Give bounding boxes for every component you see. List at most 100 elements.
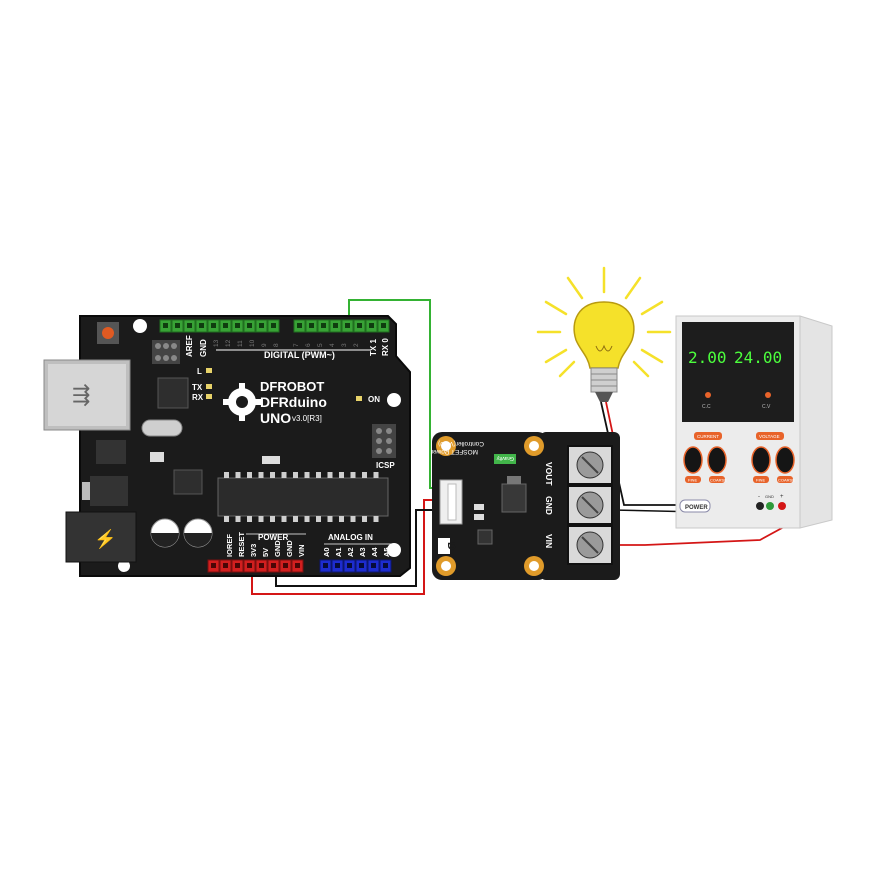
current-coarse-label: COARSE — [710, 478, 727, 483]
voltage-fine-knob[interactable] — [751, 446, 771, 474]
usb-chip — [157, 377, 189, 409]
psu-terminal-positive[interactable] — [778, 502, 786, 510]
icsp-header — [372, 424, 396, 458]
voltage-fine-label: FINE — [756, 478, 765, 483]
uno-label: UNO — [260, 410, 291, 426]
bulb-glass — [573, 301, 635, 369]
on-label: ON — [368, 395, 380, 404]
pin-number-label: 12 — [225, 339, 232, 347]
icsp-label: ICSP — [376, 461, 395, 470]
terminal-sign-neg: - — [758, 494, 760, 500]
pin-number-label: 11 — [237, 340, 244, 347]
vcc-wire — [251, 499, 446, 595]
pin-number-label: 4 — [329, 343, 336, 347]
digital-pwm-label: DIGITAL (PWM~) — [264, 350, 335, 360]
power-pin-label: RESET — [237, 532, 246, 557]
power-pin-label: IOREF — [225, 534, 234, 557]
mount-hole — [118, 560, 130, 572]
terminal-label-gnd: GND — [544, 496, 554, 515]
model-label: DFRduino — [260, 394, 327, 410]
light-rays — [536, 266, 672, 378]
smd-chip — [477, 529, 493, 545]
power-button[interactable] — [679, 499, 711, 513]
power-pin-label: 5V — [261, 548, 270, 557]
power-pin-label: 3V3 — [249, 544, 258, 557]
pin-number-label: 10 — [249, 339, 256, 347]
mosfet-chip — [501, 483, 527, 513]
pin-number-label: 3 — [341, 343, 348, 347]
dfrobot-logo — [223, 383, 261, 421]
mosfet-title-2: Controller(V1.0) — [438, 440, 484, 447]
gnd-wire — [275, 509, 446, 587]
current-display: 2.00 — [688, 348, 727, 367]
version-label: v3.0[R3] — [292, 414, 322, 423]
pin-number-label: 6 — [305, 343, 312, 347]
current-coarse-knob[interactable] — [707, 446, 727, 474]
analog-header — [319, 559, 392, 573]
pin-number-label: 8 — [273, 343, 280, 347]
cv-indicator-led — [765, 392, 771, 398]
analog-pin-label: A4 — [370, 547, 379, 557]
dfrobot-d-label: D — [445, 542, 457, 550]
gravity-badge — [494, 454, 516, 464]
aref-label: AREF — [185, 335, 194, 357]
smd-chip — [173, 469, 203, 495]
chip-pins — [224, 472, 379, 522]
pin-number-label: 7 — [293, 343, 300, 347]
power-button-label: POWER — [685, 505, 708, 511]
analog-pin-label: A2 — [346, 547, 355, 557]
tx1-label: TX 1 — [369, 339, 378, 356]
current-fine-label: FINE — [688, 478, 697, 483]
dc-jack — [65, 511, 137, 563]
pin-number-label: 5 — [317, 343, 324, 347]
regulator — [90, 476, 128, 506]
current-knob-label: CURRENT — [697, 434, 719, 439]
terminal-label-vout: VOUT — [544, 462, 554, 486]
dfrobot-d-logo — [438, 538, 450, 554]
atmega-chip — [217, 477, 389, 517]
mount-hole — [133, 319, 147, 333]
analog-pin-label: A3 — [358, 547, 367, 557]
voltage-display: 24.00 — [734, 348, 782, 367]
led-rx-label: RX — [192, 393, 204, 402]
crystal — [141, 419, 183, 437]
current-knob-label-bg — [694, 432, 722, 440]
digital-header — [159, 319, 390, 333]
psu-display-panel — [682, 322, 794, 422]
lightning-icon: ⚡ — [94, 528, 116, 550]
power-label: POWER — [258, 533, 288, 542]
voltage-coarse-knob[interactable] — [775, 446, 795, 474]
voltage-knob-label: VOLTAGE — [759, 434, 780, 439]
voltage-knob-label-bg — [756, 432, 784, 440]
power-pin-label: GND — [273, 540, 282, 557]
analog-pin-label: A5 — [382, 547, 391, 557]
pin-number-label: 9 — [261, 343, 268, 347]
mosfet-title-1: MOSFET Power — [430, 448, 478, 455]
psu-side — [799, 315, 833, 529]
mosfet-pcb — [432, 432, 548, 580]
gravity-label: Gravity — [496, 455, 514, 461]
mount-hole — [387, 543, 401, 557]
current-fine-knob[interactable] — [683, 446, 703, 474]
screw-terminal-vout — [567, 445, 613, 485]
pin-number-label: 2 — [353, 343, 360, 347]
psu-terminal-ground[interactable] — [766, 502, 774, 510]
power-pin-label: VIN — [297, 544, 306, 557]
brand-label: DFROBOT — [260, 379, 324, 394]
psu-terminal-negative[interactable] — [756, 502, 764, 510]
cc-indicator-label: C.C — [702, 404, 711, 410]
terminal-label-vin: VIN — [544, 534, 554, 548]
icsp-header-small — [152, 340, 180, 364]
usb-icon: ⇶ — [72, 382, 90, 407]
mosfet-module: MOSFET Power Controller(V1.0) Gravity D … — [430, 432, 620, 580]
gnd-top-label: GND — [199, 339, 208, 357]
rx0-label: RX 0 — [381, 338, 390, 356]
cv-indicator-label: C.V — [762, 404, 771, 410]
analog-pin-label: A1 — [334, 547, 343, 557]
